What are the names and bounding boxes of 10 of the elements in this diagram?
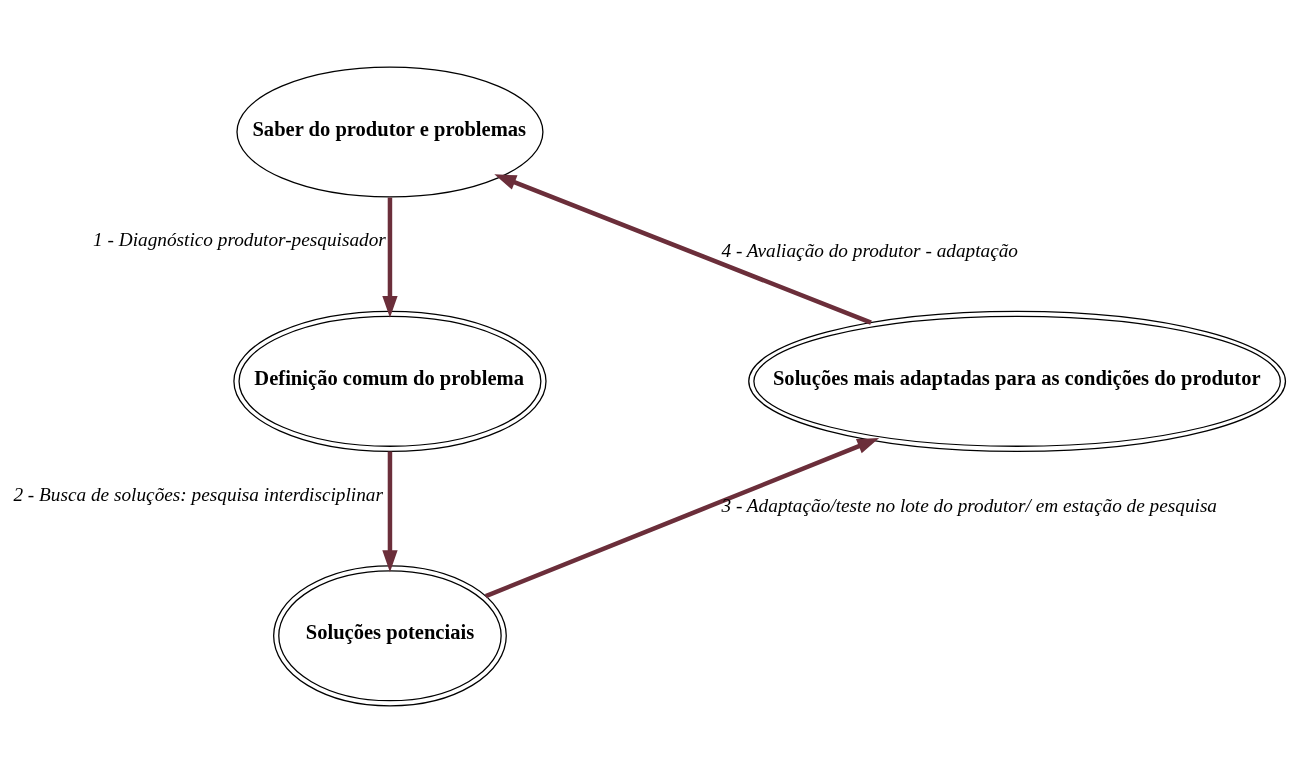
- edge-label: 4 - Avaliação do produtor - adaptação: [721, 240, 1018, 262]
- arrow: [494, 174, 872, 325]
- edge-label: 1 - Diagnóstico produtor-pesquisador: [93, 229, 386, 251]
- edge-label: 2 - Busca de soluções: pesquisa interdisciplinar: [13, 483, 383, 505]
- arrow: [382, 197, 398, 318]
- node-ellipse: Definição comum do problema: [233, 310, 547, 453]
- node-ellipse: Saber do produtor e problemas: [236, 66, 544, 198]
- node-ellipse: Soluções potenciais: [273, 565, 507, 707]
- arrow: [382, 451, 398, 573]
- arrow: [484, 438, 880, 599]
